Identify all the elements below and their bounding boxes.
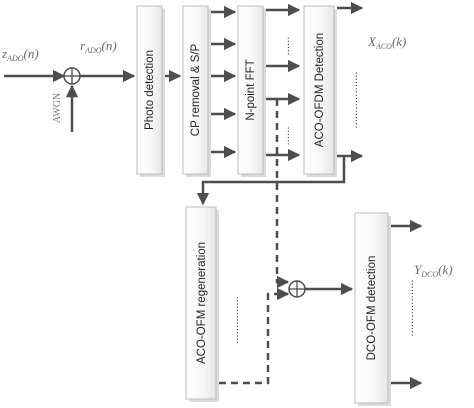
fft-dashed-link xyxy=(275,99,290,289)
cp-removal-label: CP removal & S/P xyxy=(190,43,202,136)
dco-output-label: YDCO(k) xyxy=(414,262,453,279)
dco-output-dots: .................. xyxy=(405,279,416,336)
regen-dashed-link xyxy=(219,287,290,385)
aco-regeneration-block: ACO-OFM regeneration xyxy=(185,206,219,402)
dco-adder xyxy=(288,280,306,298)
fft-to-aco-links xyxy=(266,3,301,162)
noise-label: AWGN xyxy=(52,93,63,123)
received-signal-label: rADO(n) xyxy=(80,38,117,55)
input-path xyxy=(4,69,136,132)
aco-output-label: XACO(k) xyxy=(367,34,406,51)
fft-dots-upper: ...... xyxy=(281,36,292,55)
photo-detection-block: Photo detection xyxy=(136,5,165,177)
aco-detection-label: ACO-OFDM Detection xyxy=(314,33,326,147)
regen-dots: ............... xyxy=(230,296,241,344)
input-adder xyxy=(63,67,81,85)
input-signal-label: zADO(n) xyxy=(1,46,39,63)
aco-feedback-link xyxy=(196,156,346,206)
aco-output-dots: .................. xyxy=(349,71,360,128)
fft-label: N-point FFT xyxy=(245,59,257,120)
aco-regeneration-label: ACO-OFM regeneration xyxy=(196,242,208,364)
aco-detection-block: ACO-OFDM Detection xyxy=(303,5,337,177)
aco-output-links xyxy=(337,1,364,163)
dco-detection-block: DCO-OFM detection xyxy=(354,212,391,406)
cp-removal-block: CP removal & S/P xyxy=(182,5,211,177)
dco-detection-label: DCO-OFM detection xyxy=(366,256,378,361)
photo-detection-label: Photo detection xyxy=(144,50,156,130)
cp-to-fft-links xyxy=(211,5,237,159)
fft-block: N-point FFT xyxy=(237,5,266,177)
dco-output-links xyxy=(391,219,423,390)
fft-dots-lower: ...... xyxy=(281,126,292,145)
